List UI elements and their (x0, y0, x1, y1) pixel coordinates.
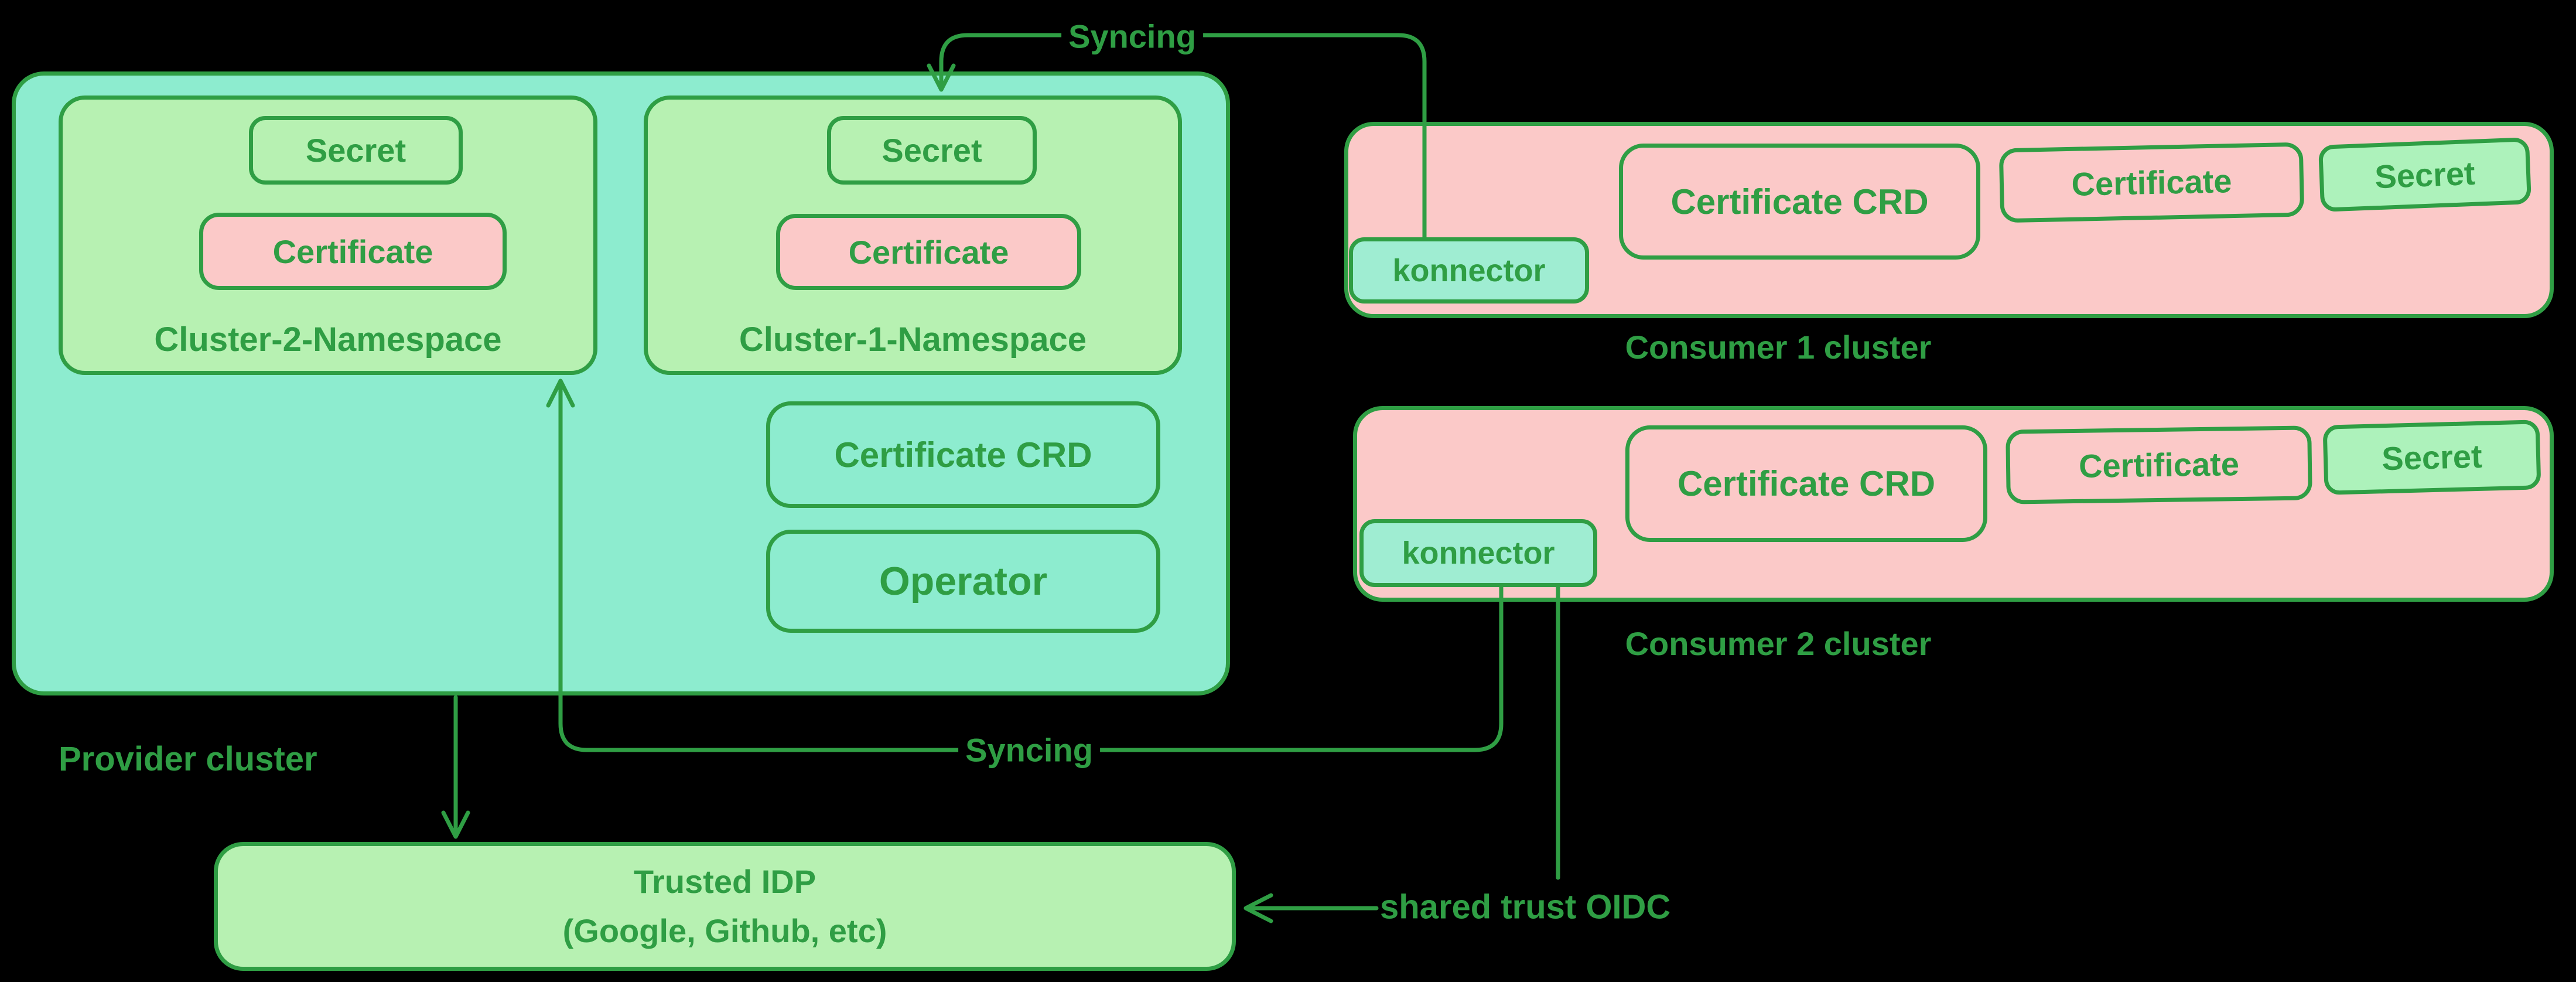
shared-trust-oidc-label: shared trust OIDC (1380, 888, 1671, 926)
syncing-arrow-top (939, 33, 1427, 241)
trusted-idp-line2: (Google, Github, etc) (562, 912, 887, 949)
syncing-arrow-top-head (927, 63, 956, 92)
secret-label: Secret (305, 132, 406, 169)
cluster-2-namespace-label: Cluster-2-Namespace (154, 320, 502, 359)
certificate-crd-label: Certificate CRD (834, 435, 1092, 475)
konnector-label: konnector (1402, 536, 1555, 571)
secret-label: Secret (882, 132, 982, 169)
trusted-idp-line1: Trusted IDP (633, 863, 816, 900)
operator-box-provider: Operator (766, 530, 1160, 633)
certificate-box-namespace-2: Certificate (199, 213, 507, 290)
certificate-label: Certificate (848, 233, 1009, 271)
operator-label: Operator (879, 559, 1048, 603)
syncing-arrow-bottom-head (546, 379, 575, 408)
shared-trust-arrow-head (1243, 893, 1273, 923)
certificate-crd-box-consumer-1: Certificate CRD (1619, 144, 1980, 260)
certificate-box-namespace-1: Certificate (776, 214, 1081, 290)
consumer-2-cluster-caption: Consumer 2 cluster (1625, 625, 1932, 662)
cluster-1-namespace-label: Cluster-1-Namespace (739, 320, 1087, 359)
syncing-arrow-bottom (558, 380, 1504, 752)
trusted-idp-box: Trusted IDP (Google, Github, etc) (214, 842, 1236, 971)
secret-box-namespace-2: Secret (249, 116, 463, 185)
certificate-crd-box-consumer-2: Certificate CRD (1625, 425, 1987, 542)
konnector-box-consumer-2: konnector (1359, 519, 1597, 587)
consumer-1-cluster-caption: Consumer 1 cluster (1625, 329, 1932, 366)
syncing-bottom-label: Syncing (958, 731, 1100, 769)
secret-box-namespace-1: Secret (827, 116, 1037, 185)
certificate-crd-box-provider: Certificate CRD (766, 401, 1160, 508)
certificate-crd-label: Certificate CRD (1670, 182, 1929, 221)
provider-to-idp-arrow-head (441, 810, 470, 839)
syncing-top-label: Syncing (1061, 17, 1203, 56)
konnector-box-consumer-1: konnector (1349, 237, 1589, 304)
certificate-label: Certificate (272, 233, 433, 270)
konnector-label: konnector (1392, 253, 1546, 288)
provider-cluster-caption: Provider cluster (59, 740, 317, 778)
certificate-crd-label: Certificate CRD (1677, 464, 1936, 503)
